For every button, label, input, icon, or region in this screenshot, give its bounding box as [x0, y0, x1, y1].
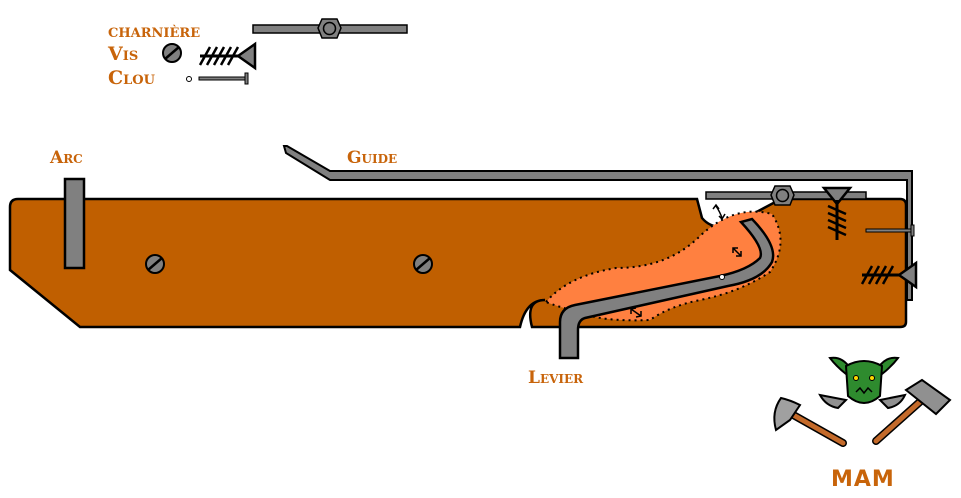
- arc-bar: [63, 177, 86, 270]
- mam-emblem: MAM: [773, 356, 952, 492]
- arrow-icon: [712, 203, 726, 221]
- signature-text: MAM: [831, 467, 895, 492]
- nail-side-icon: [865, 224, 915, 237]
- orc-head-icon: [818, 356, 907, 410]
- arc-label: Arc: [49, 148, 83, 168]
- screw-side-icon: [860, 260, 918, 290]
- screw-icon: [162, 43, 182, 63]
- hinge-icon: [705, 185, 867, 206]
- lever-label: Levier: [528, 368, 584, 388]
- guide-rod: [282, 145, 913, 301]
- axe-icon: [773, 396, 847, 447]
- lever: [558, 217, 775, 360]
- arrow-icon: [732, 247, 742, 257]
- guide-label: Guide: [347, 148, 397, 168]
- hammer-icon: [872, 378, 952, 445]
- hinge-icon: [252, 18, 408, 39]
- screw-side-icon: [821, 186, 853, 240]
- legend-nail-label: Clou: [108, 67, 156, 89]
- screw-icon: [413, 254, 433, 274]
- screw-side-icon: [198, 41, 257, 71]
- legend-hinge-label: charnière: [108, 20, 200, 42]
- arrow-icon: [630, 307, 642, 318]
- legend-screw-label: Vis: [107, 43, 138, 65]
- legend: charnière Vis Clou: [107, 18, 408, 89]
- nail-side-icon: [198, 72, 249, 85]
- screw-icon: [145, 254, 165, 274]
- nail-icon: [186, 76, 192, 82]
